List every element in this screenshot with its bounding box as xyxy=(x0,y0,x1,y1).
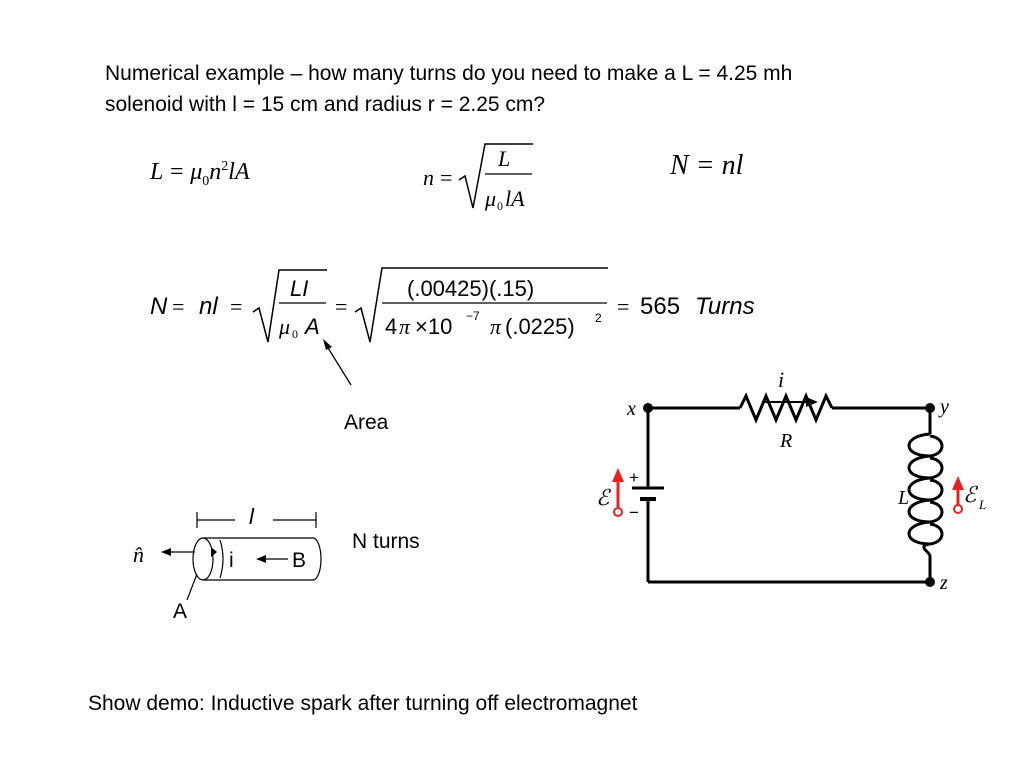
field-label: B xyxy=(292,549,306,572)
inductor-coil-icon xyxy=(907,432,932,557)
area-a-label: A xyxy=(173,600,187,623)
svg-text:=: = xyxy=(172,294,184,319)
svg-text:π: π xyxy=(399,314,411,339)
svg-text:nl: nl xyxy=(199,293,218,320)
battery-plus-label: + xyxy=(629,468,639,487)
svg-text:0: 0 xyxy=(497,199,503,213)
svg-text:−7: −7 xyxy=(466,309,480,323)
svg-text:L: L xyxy=(497,146,510,171)
svg-text:=: = xyxy=(617,294,629,319)
svg-text:2: 2 xyxy=(595,311,602,325)
resistor-label: R xyxy=(779,430,792,452)
battery-minus-label: − xyxy=(629,503,639,522)
svg-text:A: A xyxy=(303,314,320,339)
node-z-label: z xyxy=(939,572,948,594)
svg-text:N: N xyxy=(150,293,168,320)
svg-text:(.0225): (.0225) xyxy=(505,314,575,339)
inductor-emf-label: ℰ xyxy=(963,482,979,507)
resistor-icon xyxy=(738,392,834,424)
inductor-emf-subscript: L xyxy=(978,497,986,512)
cylinder-end-face xyxy=(192,537,214,581)
field-arrow-icon xyxy=(256,555,266,563)
formula-turn-density: n = L μ 0 lA xyxy=(423,143,533,213)
n-turns-label: N turns xyxy=(352,530,420,553)
svg-text:μ: μ xyxy=(278,314,290,339)
svg-text:π: π xyxy=(490,314,502,339)
svg-text:565: 565 xyxy=(640,293,680,320)
svg-text:=: = xyxy=(440,165,452,190)
formula-total-turns: N = nl xyxy=(670,150,744,181)
formula-worked-example: N = nl = LI μ 0 A = (.00425)(.15) 4 π ×1… xyxy=(150,267,755,343)
svg-text:Turns: Turns xyxy=(695,293,755,320)
current-arrow-icon xyxy=(211,547,217,557)
solenoid-diagram: l n̂ i B A xyxy=(133,504,322,623)
svg-text:=: = xyxy=(230,294,242,319)
current-label: i xyxy=(229,549,234,572)
emf-label: ℰ xyxy=(596,485,612,510)
demo-footer: Show demo: Inductive spark after turning… xyxy=(88,692,638,715)
formula-inductance: L = μ0n2lA xyxy=(150,159,250,189)
emf-arrow-icon xyxy=(612,468,624,482)
circuit-current-label: i xyxy=(778,370,784,392)
svg-text:(.00425)(.15): (.00425)(.15) xyxy=(407,276,534,301)
rl-circuit-diagram: i R x y z + − ℰ L ℰ L xyxy=(596,370,986,594)
svg-text:LI: LI xyxy=(290,276,308,301)
normal-arrow-icon xyxy=(161,548,171,556)
inductor-label: L xyxy=(897,487,909,509)
svg-text:0: 0 xyxy=(292,327,298,341)
svg-text:lA: lA xyxy=(505,186,525,211)
area-pointer-arrow xyxy=(323,339,352,386)
question-line-1: Numerical example – how many turns do yo… xyxy=(105,62,793,85)
node-y-label: y xyxy=(938,396,949,418)
area-label: Area xyxy=(344,411,389,434)
length-label: l xyxy=(249,504,255,529)
svg-text:n: n xyxy=(423,165,434,190)
normal-label: n̂ xyxy=(133,542,144,567)
svg-text:×10: ×10 xyxy=(415,314,452,339)
node-x-label: x xyxy=(626,398,636,420)
question-line-2: solenoid with l = 15 cm and radius r = 2… xyxy=(105,93,546,116)
svg-text:=: = xyxy=(335,294,347,319)
svg-text:μ: μ xyxy=(484,186,496,211)
inductor-emf-arrow-icon xyxy=(952,476,964,490)
svg-text:4: 4 xyxy=(385,314,397,339)
